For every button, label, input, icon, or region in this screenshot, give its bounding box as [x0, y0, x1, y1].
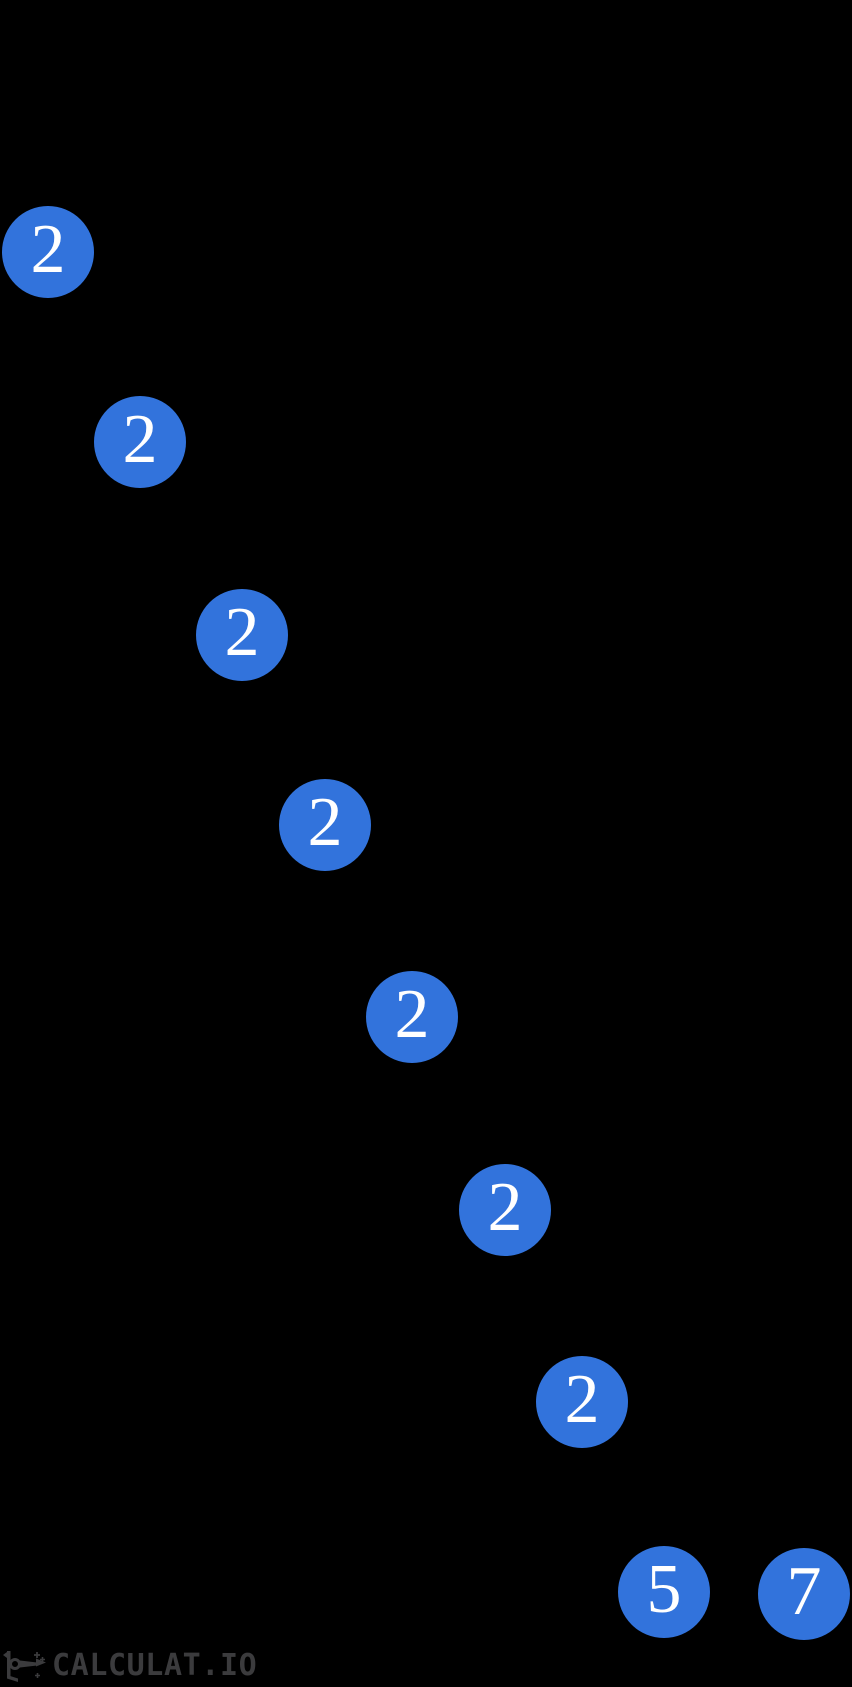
- prime-factor-node: 2: [94, 396, 186, 488]
- prime-factor-label: 2: [487, 1169, 523, 1246]
- prime-factor-label: 2: [30, 211, 66, 288]
- prime-factor-node: 2: [279, 779, 371, 871]
- prime-factor-label: 5: [646, 1551, 682, 1628]
- prime-factor-node: 5: [618, 1546, 710, 1638]
- prime-factor-node: 2: [536, 1356, 628, 1448]
- prime-factor-node: 2: [366, 971, 458, 1063]
- prime-factor-label: 2: [564, 1361, 600, 1438]
- prime-factor-label: 2: [307, 784, 343, 861]
- watermark-text: CALCULAT.IO: [52, 1648, 258, 1683]
- prime-factor-label: 7: [786, 1553, 822, 1630]
- prime-factor-node: 2: [196, 589, 288, 681]
- rocket-sparkles-icon: [3, 1650, 46, 1682]
- watermark: CALCULAT.IO: [3, 1648, 257, 1682]
- prime-factor-node: 2: [459, 1164, 551, 1256]
- prime-factor-label: 2: [394, 976, 430, 1053]
- prime-factor-node: 7: [758, 1548, 850, 1640]
- prime-factor-node: 2: [2, 206, 94, 298]
- prime-factor-label: 2: [224, 594, 260, 671]
- prime-factor-label: 2: [122, 401, 158, 478]
